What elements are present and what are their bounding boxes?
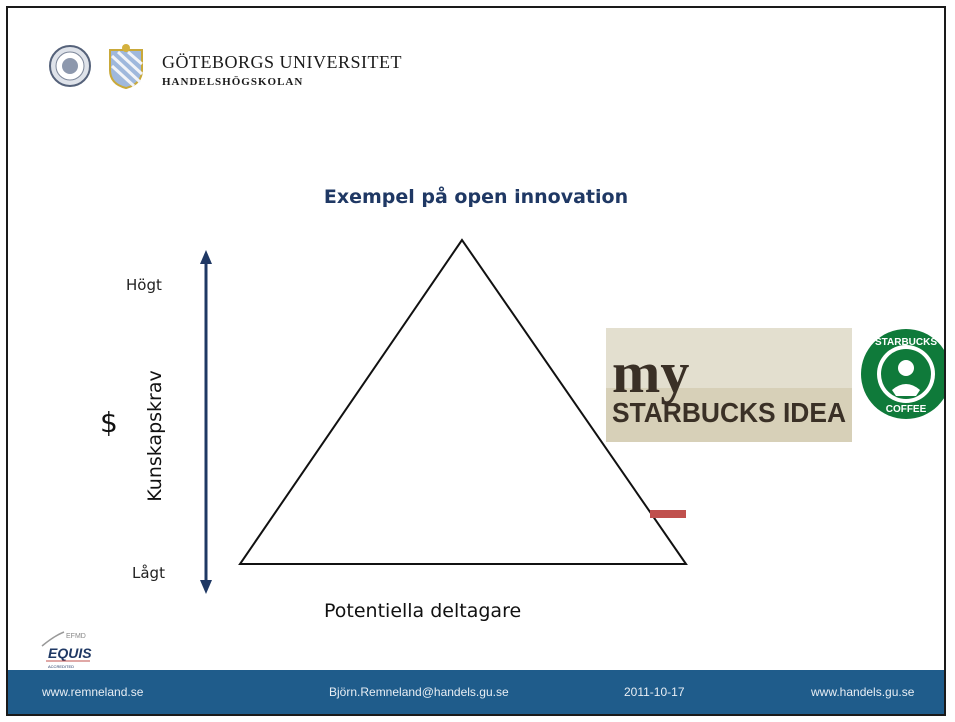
dollar-symbol: $ xyxy=(100,406,118,439)
starbucks-idea-wordmark: STARBUCKS IDEA xyxy=(612,397,846,428)
y-low-label: Lågt xyxy=(132,564,165,582)
school-name: HANDELSHÖGSKOLAN xyxy=(162,76,304,88)
y-high-label: Högt xyxy=(126,276,162,294)
university-logo: GÖTEBORGS UNIVERSITET HANDELSHÖGSKOLAN xyxy=(44,38,444,98)
footer-email: Björn.Remneland@handels.gu.se xyxy=(329,685,509,699)
y-axis-label: Kunskapskrav xyxy=(144,370,166,502)
footer-date: 2011-10-17 xyxy=(624,685,685,699)
starbucks-logo-icon: STARBUCKS COFFEE xyxy=(861,329,944,419)
coat-of-arms-icon xyxy=(109,44,144,90)
triangle-shape xyxy=(238,238,688,565)
open-innovation-diagram xyxy=(200,238,688,594)
equis-logo: EFMD EQUIS ACCREDITED xyxy=(40,624,110,674)
footer-bar: www.remneland.se Björn.Remneland@handels… xyxy=(8,670,944,714)
equis-name: EQUIS xyxy=(48,645,92,661)
slide: GÖTEBORGS UNIVERSITET HANDELSHÖGSKOLAN E… xyxy=(6,6,946,716)
my-starbucks-idea-banner: my STARBUCKS IDEA STARBUCKS COFFEE xyxy=(606,328,944,442)
slide-title: Exempel på open innovation xyxy=(323,186,629,208)
starbucks-badge-bottom: COFFEE xyxy=(886,404,927,415)
my-wordmark: my xyxy=(612,340,689,405)
university-seal-icon xyxy=(49,45,91,87)
equis-sub: ACCREDITED xyxy=(48,664,74,669)
equis-efmd: EFMD xyxy=(66,633,86,640)
accent-bar xyxy=(650,510,686,518)
starbucks-badge-top: STARBUCKS xyxy=(875,337,937,348)
starbucks-banner-image: my STARBUCKS IDEA STARBUCKS COFFEE xyxy=(606,328,944,442)
x-axis-label: Potentiella deltagare xyxy=(324,600,522,622)
footer-right-url: www.handels.gu.se xyxy=(811,685,915,699)
footer-left-url: www.remneland.se xyxy=(42,685,144,699)
university-name: GÖTEBORGS UNIVERSITET xyxy=(162,52,402,72)
vertical-double-arrow xyxy=(200,250,212,594)
